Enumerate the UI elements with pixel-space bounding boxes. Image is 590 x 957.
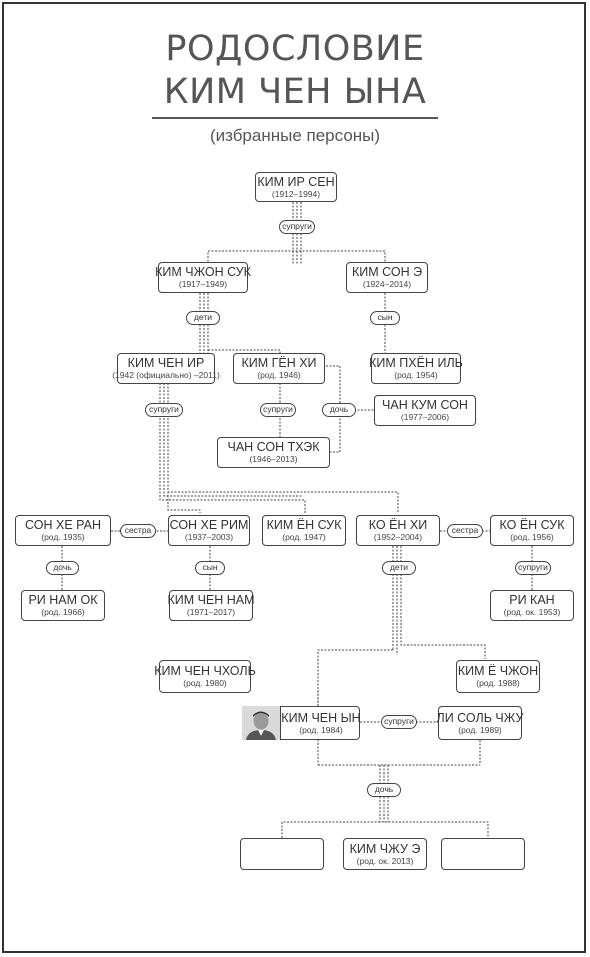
person-kim-young-suk: КИМ ЁН СУК (род. 1947): [262, 515, 346, 546]
relation-spouses: супруги: [279, 220, 315, 234]
person-name: КИМ Ё ЧЖОН: [457, 664, 539, 678]
person-kim-jong-un: КИМ ЧЕН ЫН (род. 1984): [242, 706, 361, 740]
person-unknown-child-2: [441, 838, 525, 870]
person-ko-yong-suk: КО ЁН СУК (род. 1956): [490, 515, 574, 546]
person-kim-jong-suk: КИМ ЧЖОН СУК (1917–1949): [155, 262, 251, 293]
person-name: КО ЁН ХИ: [368, 518, 428, 532]
person-kim-pyong-il: КИМ ПХЁН ИЛЬ (род. 1954): [369, 353, 463, 384]
person-name: КИМ ЧЕН ИР: [127, 356, 205, 370]
person-ri-sol-ju: ЛИ СОЛЬ ЧЖУ (род. 1989): [436, 706, 524, 740]
person-kim-jong-chol: КИМ ЧЕН ЧХОЛЬ (род. 1980): [154, 660, 256, 693]
person-jang-song-thaek: ЧАН СОН ТХЭК (1946–2013): [217, 437, 330, 468]
relation-children: дети: [382, 561, 416, 575]
person-song-hye-rim: СОН ХЕ РИМ (1937–2003): [168, 515, 250, 546]
relation-daughter: дочь: [367, 783, 401, 797]
person-ri-kang: РИ КАН (род. ок. 1953): [490, 590, 574, 621]
person-name: КИМ ЧЖУ Э: [349, 841, 421, 856]
person-years: (1952–2004): [373, 532, 423, 542]
person-years: (1977–2006): [400, 412, 450, 422]
relation-spouses: супруги: [145, 403, 183, 417]
relation-son: сын: [195, 561, 225, 575]
person-name: КИМ ПХЁН ИЛЬ: [369, 356, 463, 370]
person-years: (род. 1935): [41, 532, 85, 542]
person-name: КИМ ЧЖОН СУК: [155, 265, 251, 279]
page-subtitle: (избранные персоны): [209, 126, 381, 145]
person-years: (род. 1988): [476, 678, 520, 688]
person-years: (род. 1954): [394, 370, 438, 380]
person-kim-kyong-hui: КИМ ГЁН ХИ (род. 1946): [233, 353, 325, 384]
person-years: (род. 1980): [183, 678, 227, 688]
person-years: (род. ок. 2013): [356, 855, 414, 866]
person-name: КИМ ЁН СУК: [266, 518, 342, 532]
person-name: КИМ ЧЕН ЫН: [281, 710, 361, 725]
relation-spouses: супруги: [260, 403, 296, 417]
person-song-hye-rang: СОН ХЕ РАН (род. 1935): [15, 515, 111, 546]
person-years: (1946–2013): [249, 454, 298, 464]
person-years: (род. 1956): [510, 532, 554, 542]
person-kim-il-sung: КИМ ИР СЕН (1912–1994): [255, 172, 337, 202]
relation-spouses: супруги: [515, 561, 551, 575]
relation-daughter: дочь: [46, 561, 79, 575]
person-unknown-child-1: [240, 838, 324, 870]
person-years: (1912–1994): [271, 188, 321, 199]
person-years: (1924–2014): [362, 279, 412, 289]
person-name: КИМ ГЁН ХИ: [241, 356, 317, 370]
person-years: (род. 1946): [257, 370, 301, 380]
person-name: КИМ ИР СЕН: [257, 174, 335, 189]
portrait-photo: [242, 706, 282, 740]
page-title-line-2: КИМ ЧЕН ЫНА: [163, 72, 427, 112]
person-years: (род. 1989): [458, 724, 502, 735]
person-kim-song-ae: КИМ СОН Э (1924–2014): [346, 262, 428, 293]
person-ri-nam-ok: РИ НАМ ОК (род. 1966): [21, 590, 105, 621]
title-divider: [152, 117, 438, 119]
person-kim-yo-jong: КИМ Ё ЧЖОН (род. 1988): [456, 660, 540, 693]
person-name: КИМ СОН Э: [351, 265, 423, 279]
person-name: СОН ХЕ РАН: [25, 518, 101, 532]
person-kim-jong-nam: КИМ ЧЕН НАМ (1971–2017): [167, 590, 255, 621]
person-name: ЧАН КУМ СОН: [382, 398, 468, 412]
person-name: РИ НАМ ОК: [28, 593, 98, 607]
person-years: (род. ок. 1953): [503, 607, 561, 617]
person-years: (род. 1984): [299, 724, 343, 735]
person-name: РИ КАН: [509, 593, 555, 607]
person-years: (1917–1949): [178, 279, 228, 289]
person-years: (1942 (официально) –2011): [112, 370, 220, 380]
person-years: (1937–2003): [184, 532, 234, 542]
person-kim-ju-ae: КИМ ЧЖУ Э (род. ок. 2013): [343, 838, 427, 870]
person-jang-kum-song: ЧАН КУМ СОН (1977–2006): [374, 395, 476, 426]
relation-spouses: супруги: [381, 715, 417, 729]
portrait-icon: [246, 711, 277, 740]
person-name: ЧАН СОН ТХЭК: [227, 440, 320, 454]
relation-children: дети: [186, 311, 220, 325]
person-years: (1971–2017): [186, 607, 236, 617]
relation-son: сын: [370, 311, 400, 325]
person-name: КО ЁН СУК: [499, 518, 565, 532]
person-kim-jong-il: КИМ ЧЕН ИР (1942 (официально) –2011): [112, 353, 220, 384]
person-years: (род. 1947): [282, 532, 326, 542]
person-name: КИМ ЧЕН НАМ: [167, 593, 255, 607]
person-name: ЛИ СОЛЬ ЧЖУ: [436, 710, 524, 725]
person-years: (род. 1966): [41, 607, 85, 617]
relation-sister: сестра: [447, 524, 483, 538]
person-name: КИМ ЧЕН ЧХОЛЬ: [154, 664, 256, 678]
person-name: СОН ХЕ РИМ: [169, 518, 249, 532]
person-ko-yong-hui: КО ЁН ХИ (1952–2004): [356, 515, 440, 546]
relation-sister: сестра: [120, 524, 156, 538]
page-title-line-1: РОДОСЛОВИЕ: [165, 29, 425, 69]
relation-daughter: дочь: [322, 403, 356, 417]
